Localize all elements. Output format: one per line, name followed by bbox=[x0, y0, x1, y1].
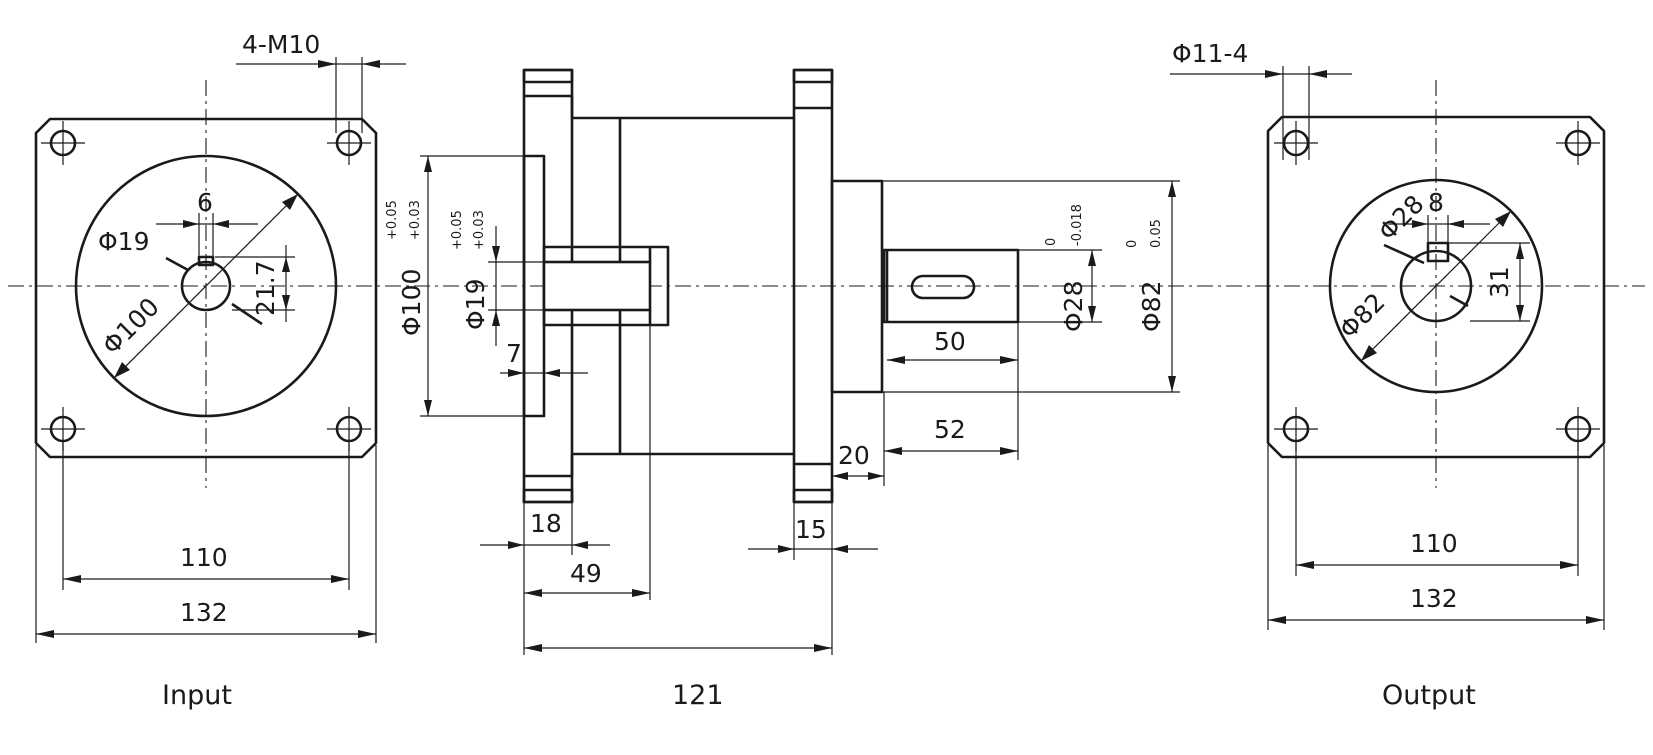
side-pilot-diameter: Φ100 bbox=[397, 269, 426, 336]
side-output-shaft bbox=[882, 248, 1020, 324]
output-key-width: 8 bbox=[1428, 188, 1444, 217]
output-bolt-spacing: 110 bbox=[1410, 529, 1458, 558]
side-shaft-keyway bbox=[910, 274, 976, 300]
output-shaft-diameter: Φ28 bbox=[1373, 189, 1430, 246]
side-output-pilot-diameter: Φ82 bbox=[1137, 281, 1166, 333]
output-flange-width: 132 bbox=[1410, 584, 1458, 613]
side-bore-tol-upper: +0.05 bbox=[450, 210, 465, 250]
input-flange-outline bbox=[34, 117, 378, 459]
input-flange-width: 132 bbox=[180, 598, 228, 627]
side-output-pilot-length: 20 bbox=[838, 441, 870, 470]
input-holes-callout: 4-M10 bbox=[242, 30, 320, 59]
output-view: Φ11-4 8 Φ28 31 Φ82 110 bbox=[1170, 39, 1606, 711]
input-pilot-diameter: Φ100 bbox=[97, 292, 165, 360]
input-pilot-circle bbox=[74, 154, 338, 418]
side-bore-diameter: Φ19 bbox=[461, 279, 490, 331]
side-shaft-tol-upper: 0 bbox=[1044, 238, 1059, 246]
input-caption: Input bbox=[162, 680, 232, 711]
output-caption: Output bbox=[1382, 680, 1476, 711]
side-output-pilot bbox=[830, 179, 884, 394]
side-pilot-tol-upper: +0.05 bbox=[385, 200, 400, 240]
side-key-length: 50 bbox=[934, 327, 966, 356]
input-view: 4-M10 6 Φ19 21.7 Φ100 110 bbox=[34, 30, 406, 711]
side-output-flange-thickness: 15 bbox=[795, 515, 827, 544]
side-pilot-tol-lower: +0.03 bbox=[408, 200, 423, 240]
side-output-pilot-tol-lower: 0.05 bbox=[1149, 219, 1164, 248]
overall-length-caption: 121 bbox=[672, 680, 724, 711]
input-key-width: 6 bbox=[197, 188, 213, 217]
side-view: Φ100 +0.05 +0.03 Φ19 +0.05 +0.03 7 18 49 bbox=[385, 68, 1180, 711]
output-holes-callout: Φ11-4 bbox=[1172, 39, 1248, 68]
side-shaft-diameter: Φ28 bbox=[1059, 281, 1088, 333]
output-flange-outline bbox=[1266, 115, 1606, 459]
input-shaft-bore-label: Φ19 bbox=[98, 227, 150, 256]
side-output-pilot-tol-upper: 0 bbox=[1125, 240, 1140, 248]
output-key bbox=[1426, 241, 1450, 263]
side-bore-tol-lower: +0.03 bbox=[472, 210, 487, 250]
side-pilot-depth: 7 bbox=[506, 339, 522, 368]
side-bore-depth: 49 bbox=[570, 559, 602, 588]
output-key-height: 31 bbox=[1485, 266, 1514, 298]
side-shaft-length: 52 bbox=[934, 415, 966, 444]
side-shaft-tol-lower: -0.018 bbox=[1070, 204, 1085, 246]
input-key-depth: 21.7 bbox=[251, 260, 280, 316]
side-input-flange-thickness: 18 bbox=[530, 509, 562, 538]
input-bolt-spacing: 110 bbox=[180, 543, 228, 572]
